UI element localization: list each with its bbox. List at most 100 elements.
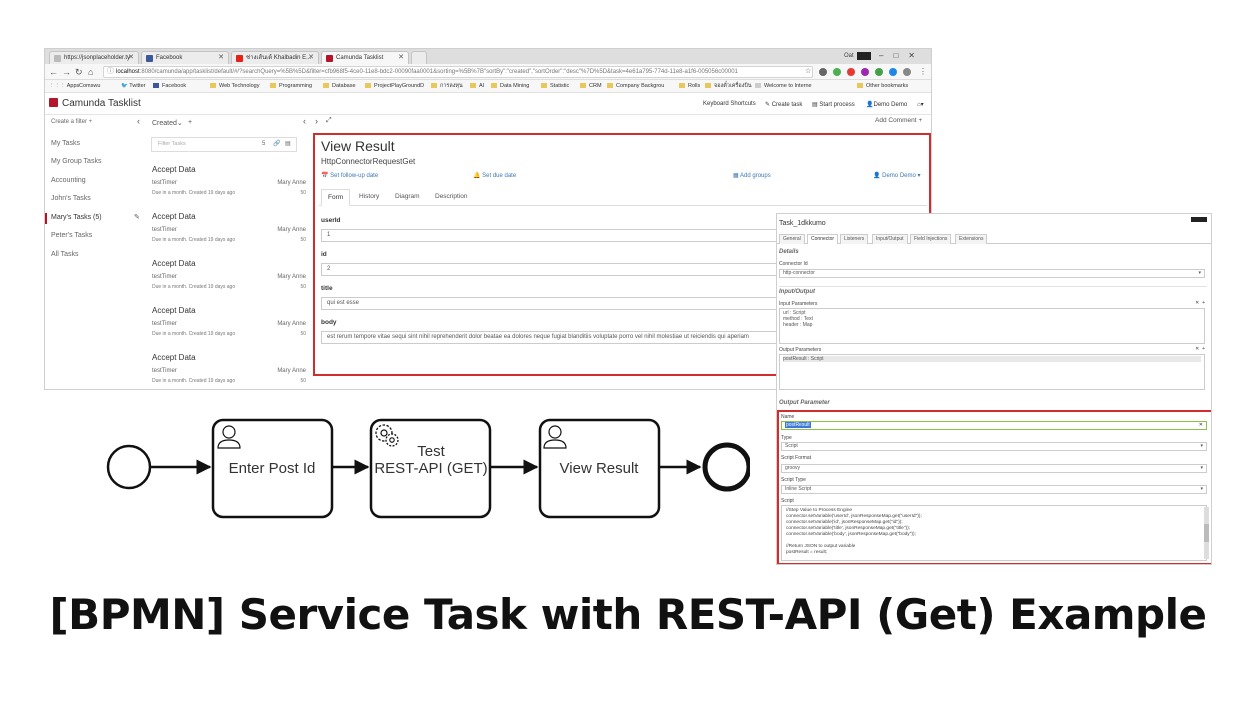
bookmark-folder[interactable]: Web Technology (210, 80, 259, 92)
filter-johns-tasks[interactable]: John's Tasks (51, 195, 91, 202)
task-list-item[interactable]: Accept Data testTimer Mary Anne Due in a… (152, 306, 306, 350)
bookmark-folder[interactable]: Database (323, 80, 356, 92)
end-event[interactable] (702, 442, 750, 492)
bookmark-folder[interactable]: Company Backgrou (607, 80, 664, 92)
tab-extensions[interactable]: Extensions (955, 234, 988, 244)
filter-all-tasks[interactable]: All Tasks (51, 251, 79, 258)
list-item[interactable]: url : Script (783, 310, 806, 316)
add-comment-button[interactable]: Add Comment + (875, 117, 923, 124)
bookmark-twitter[interactable]: 🐦 Twitter (121, 83, 146, 89)
filter-tasks-input[interactable]: Filter Tasks 5 🔗 ▤ (151, 137, 297, 152)
tab-history[interactable]: History (359, 193, 380, 200)
follow-up-date-link[interactable]: 📅 Set follow-up date (321, 173, 379, 179)
close-icon[interactable]: ✕ (398, 54, 404, 61)
expand-list-icon[interactable]: › (315, 116, 318, 126)
create-filter-button[interactable]: Create a filter + (51, 119, 93, 125)
clear-icon[interactable]: ✕ (1198, 422, 1203, 428)
extension-icon[interactable] (903, 68, 911, 76)
close-icon[interactable]: ✕ (128, 54, 134, 61)
user-task-view-result[interactable]: View Result (538, 418, 661, 519)
app-logo[interactable]: Camunda Tasklist (49, 98, 141, 109)
bookmark-folder[interactable]: Data Mining (491, 80, 529, 92)
extension-icon[interactable] (847, 68, 855, 76)
bookmark-folder[interactable]: AI (470, 80, 484, 92)
home-icon[interactable]: ⌂ (88, 67, 94, 77)
forward-arrow-icon[interactable]: → (62, 67, 71, 77)
list-item[interactable]: postResult : Script (783, 356, 1201, 362)
close-icon[interactable]: ✕ (308, 54, 314, 61)
tab-general[interactable]: General (779, 234, 805, 244)
bookmark-facebook[interactable]: Facebook (153, 80, 186, 92)
script-scrollbar-thumb[interactable] (1204, 524, 1209, 542)
start-event[interactable] (106, 444, 152, 490)
edit-filter-icon[interactable]: ✎ (134, 214, 140, 221)
save-filter-icon[interactable]: ▤ (285, 141, 291, 147)
add-groups-link[interactable]: ▦ Add groups (733, 173, 771, 179)
browser-tab-facebook[interactable]: Facebook ✕ (141, 51, 229, 64)
task-list-item[interactable]: Accept Data testTimer Mary Anne Due in a… (152, 259, 306, 303)
tab-form[interactable]: Form (321, 189, 351, 206)
task-list-item[interactable]: Accept Data testTimer Mary Anne Due in a… (152, 212, 306, 256)
browser-tab-camunda[interactable]: Camunda Tasklist ✕ (321, 51, 409, 64)
filter-peters-tasks[interactable]: Peter's Tasks (51, 232, 93, 239)
type-select[interactable]: Script▾ (781, 442, 1207, 451)
keyboard-shortcuts-link[interactable]: Keyboard Shortcuts (703, 101, 756, 107)
filter-my-group-tasks[interactable]: My Group Tasks (51, 158, 102, 165)
script-textarea[interactable]: //Step Value to Process Engine connector… (781, 505, 1207, 561)
close-icon[interactable]: ✕ (218, 54, 224, 61)
task-list-item[interactable]: Accept Data testTimer Mary Anne Due in a… (152, 353, 306, 389)
start-process-link[interactable]: ▤ Start process (812, 102, 855, 108)
task-list-item[interactable]: Accept Data testTimer Mary Anne Due in a… (152, 165, 306, 209)
bookmark-folder[interactable]: การลงทุน (431, 80, 463, 92)
home-menu-icon[interactable]: ⌂▾ (917, 102, 924, 108)
output-params-list[interactable]: postResult : Script (779, 354, 1205, 390)
menu-icon[interactable]: ⋮ (919, 67, 927, 76)
list-item[interactable]: header : Map (783, 322, 813, 328)
reload-icon[interactable]: ↻ (75, 67, 83, 77)
bookmark-folder[interactable]: Rolls (679, 80, 700, 92)
bookmark-apps[interactable]: ⋮⋮⋮ Apps (49, 83, 80, 89)
add-sort-button[interactable]: + (188, 119, 193, 126)
bookmark-comswu[interactable]: Comswu (79, 80, 100, 92)
link-icon[interactable]: 🔗 (273, 141, 281, 147)
output-params-buttons[interactable]: ✕ + (1195, 346, 1205, 352)
user-task-enter-post-id[interactable]: Enter Post Id (211, 418, 334, 519)
tab-connector[interactable]: Connector (807, 234, 839, 244)
profile-chip[interactable]: Oat (844, 50, 871, 63)
script-format-input[interactable]: groovy▾ (781, 464, 1207, 473)
sort-dropdown[interactable]: Created⌄ (152, 120, 183, 127)
tab-listeners[interactable]: Listeners (840, 234, 869, 244)
collapse-left-icon[interactable]: ‹ (137, 116, 140, 126)
name-input[interactable]: postResult✕ (781, 421, 1207, 430)
bookmark-other[interactable]: Other bookmarks (857, 80, 908, 92)
due-date-link[interactable]: 🔔 Set due date (473, 173, 517, 179)
extension-icon[interactable] (833, 68, 841, 76)
bookmark-page[interactable]: Welcome to Interne (755, 80, 812, 92)
input-params-buttons[interactable]: ✕ + (1195, 300, 1205, 306)
list-item[interactable]: method : Text (783, 316, 813, 322)
create-task-link[interactable]: ✎ Create task (765, 102, 803, 108)
user-menu[interactable]: 👤Demo Demo (866, 102, 908, 108)
bookmark-folder[interactable]: ProjectPlayGroundD (365, 80, 424, 92)
tab-field-injections[interactable]: Field Injections (910, 234, 952, 244)
tab-description[interactable]: Description (435, 193, 468, 200)
new-tab-button[interactable] (411, 51, 427, 64)
filter-accounting[interactable]: Accounting (51, 177, 86, 184)
window-controls[interactable]: ‒□✕ (879, 51, 925, 60)
bookmark-folder[interactable]: Programming (270, 80, 312, 92)
collapse-list-icon[interactable]: ‹ (303, 116, 306, 126)
bookmark-folder[interactable]: จองตั๋วเครื่องบิน (705, 80, 752, 92)
service-task-test-rest-api[interactable]: Test REST-API (GET) (369, 418, 492, 519)
tab-diagram[interactable]: Diagram (395, 193, 420, 200)
filter-marys-tasks[interactable]: Mary's Tasks (5) (51, 214, 102, 221)
bookmark-folder[interactable]: Statistic (541, 80, 569, 92)
connector-id-select[interactable]: http-connector▾ (779, 269, 1205, 278)
browser-tab-youtube[interactable]: ช่างเส้นเด้ Khalbadin E... ✕ (231, 51, 319, 64)
star-icon[interactable]: ☆ (805, 68, 812, 75)
extension-icon[interactable] (889, 68, 897, 76)
back-arrow-icon[interactable]: ← (49, 67, 58, 77)
tab-input-output[interactable]: Input/Output (872, 234, 908, 244)
browser-tab-jsonplaceholder[interactable]: https://jsonplaceholder.ty ✕ (49, 51, 139, 64)
input-params-list[interactable]: url : Script method : Text header : Map (779, 308, 1205, 344)
